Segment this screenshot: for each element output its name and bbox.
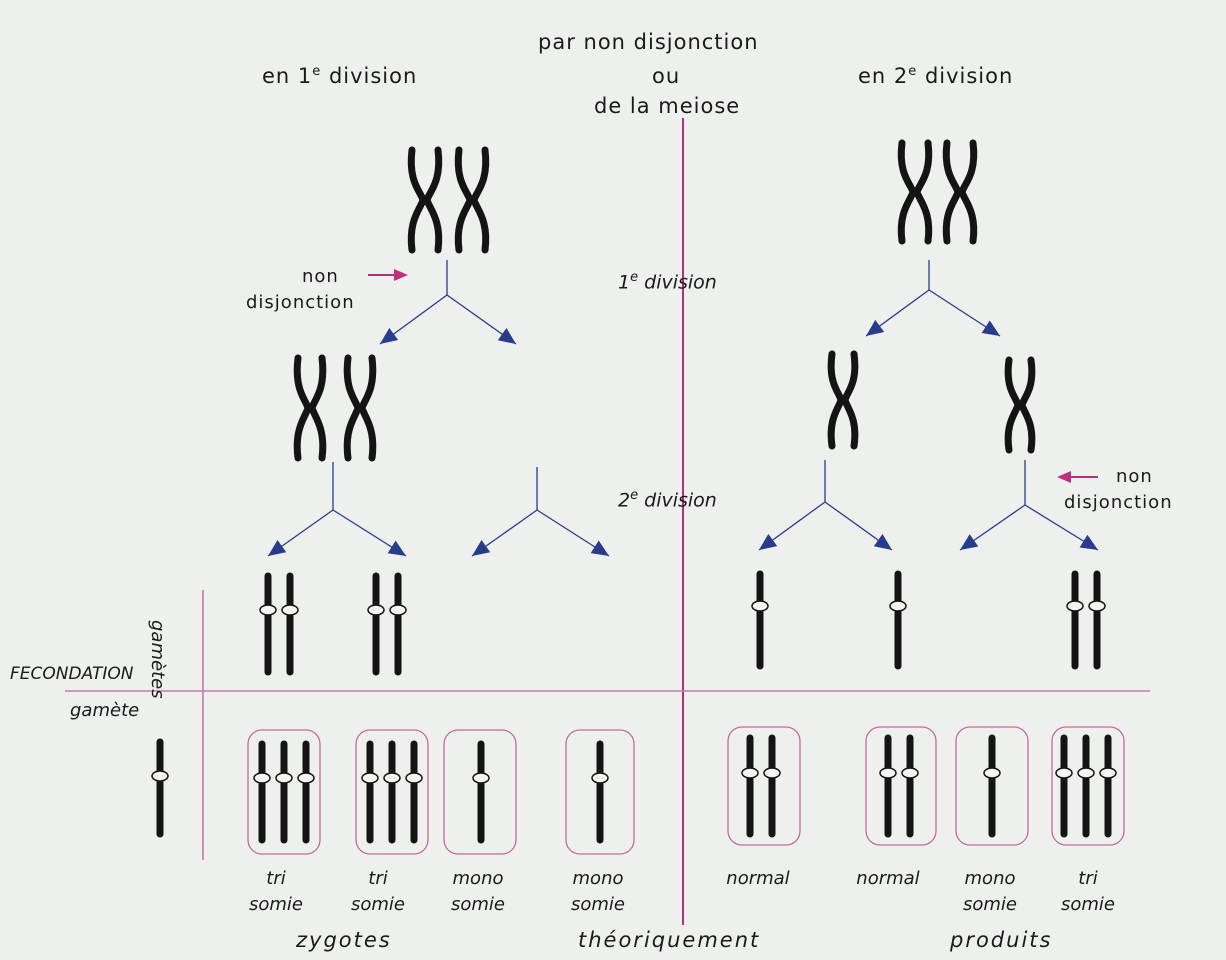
non-disjonction-right-line1: non (1116, 466, 1153, 487)
x-chromosome (827, 350, 859, 450)
first-division-label: 1e division (618, 270, 717, 294)
x-chromosome (897, 139, 933, 245)
diagram-title: par non disjonction (538, 30, 759, 54)
chromatid (383, 740, 401, 844)
arrowhead (1079, 534, 1098, 550)
chromatid (1066, 570, 1084, 670)
result-label: normal (726, 868, 790, 889)
arrowhead (960, 534, 979, 550)
chromatid (741, 734, 759, 838)
chromatid (901, 734, 919, 838)
non-disjonction-left-line2: disjonction (246, 292, 355, 313)
second-division-label: 2e division (618, 488, 717, 512)
x-chromosome (343, 354, 377, 462)
arrowhead (387, 540, 406, 556)
chromatid (275, 740, 293, 844)
chromatid (1088, 570, 1106, 670)
zygote-box (865, 726, 937, 846)
chromatid (983, 734, 1001, 838)
arrowhead (759, 533, 778, 550)
arrowhead (472, 540, 491, 556)
chromatid (389, 572, 407, 676)
chromatid (297, 740, 315, 844)
chromatid (151, 738, 169, 838)
chromatid (472, 740, 490, 844)
zygote-box (247, 729, 321, 855)
zygote-box (1051, 726, 1125, 846)
header-center-meiosis: de la meiose (594, 94, 741, 118)
x-chromosome (407, 146, 443, 254)
arrowhead (380, 327, 399, 344)
non-disjonction-right-line2: disjonction (1064, 492, 1173, 513)
x-chromosome (1004, 356, 1036, 454)
zygote-box (727, 726, 801, 846)
footer-produits: produits (950, 928, 1053, 952)
chromatid (763, 734, 781, 838)
chromatid (281, 572, 299, 676)
header-right: en 2e division (858, 64, 1014, 88)
zygote-box (565, 729, 635, 855)
chromatid (259, 572, 277, 676)
chromatid (1077, 734, 1095, 838)
chromatid (361, 740, 379, 844)
pointer-arrowhead (1057, 471, 1071, 483)
gamete-label: gamète (70, 700, 140, 721)
zygote-box (443, 729, 517, 855)
zygote-box (355, 729, 429, 855)
header-left: en 1e division (262, 64, 418, 88)
chromatid (405, 740, 423, 844)
gametes-label: gamètes (147, 620, 168, 699)
non-disjonction-left-line1: non (302, 266, 339, 287)
arrowhead (866, 319, 885, 336)
chromatid (591, 740, 609, 844)
chromatid (253, 740, 271, 844)
arrowhead (268, 540, 287, 556)
header-center-or: ou (652, 64, 681, 88)
pointer-arrowhead (394, 269, 408, 281)
x-chromosome (293, 354, 327, 462)
x-chromosome (454, 146, 490, 254)
result-label: normal (856, 868, 920, 889)
chromatid (367, 572, 385, 676)
arrowhead (981, 320, 1000, 336)
arrowhead (873, 534, 892, 550)
chromatid (889, 570, 907, 670)
arrowhead (590, 540, 609, 556)
chromatid (751, 570, 769, 670)
footer-zygotes: zygotes (296, 928, 392, 952)
chromatid (1055, 734, 1073, 838)
fecondation-label: FECONDATION (10, 664, 134, 684)
x-chromosome (942, 139, 978, 245)
zygote-box (955, 726, 1029, 846)
footer-theoriquement: théoriquement (578, 928, 761, 952)
arrowhead (497, 328, 516, 344)
chromatid (879, 734, 897, 838)
chromatid (1099, 734, 1117, 838)
